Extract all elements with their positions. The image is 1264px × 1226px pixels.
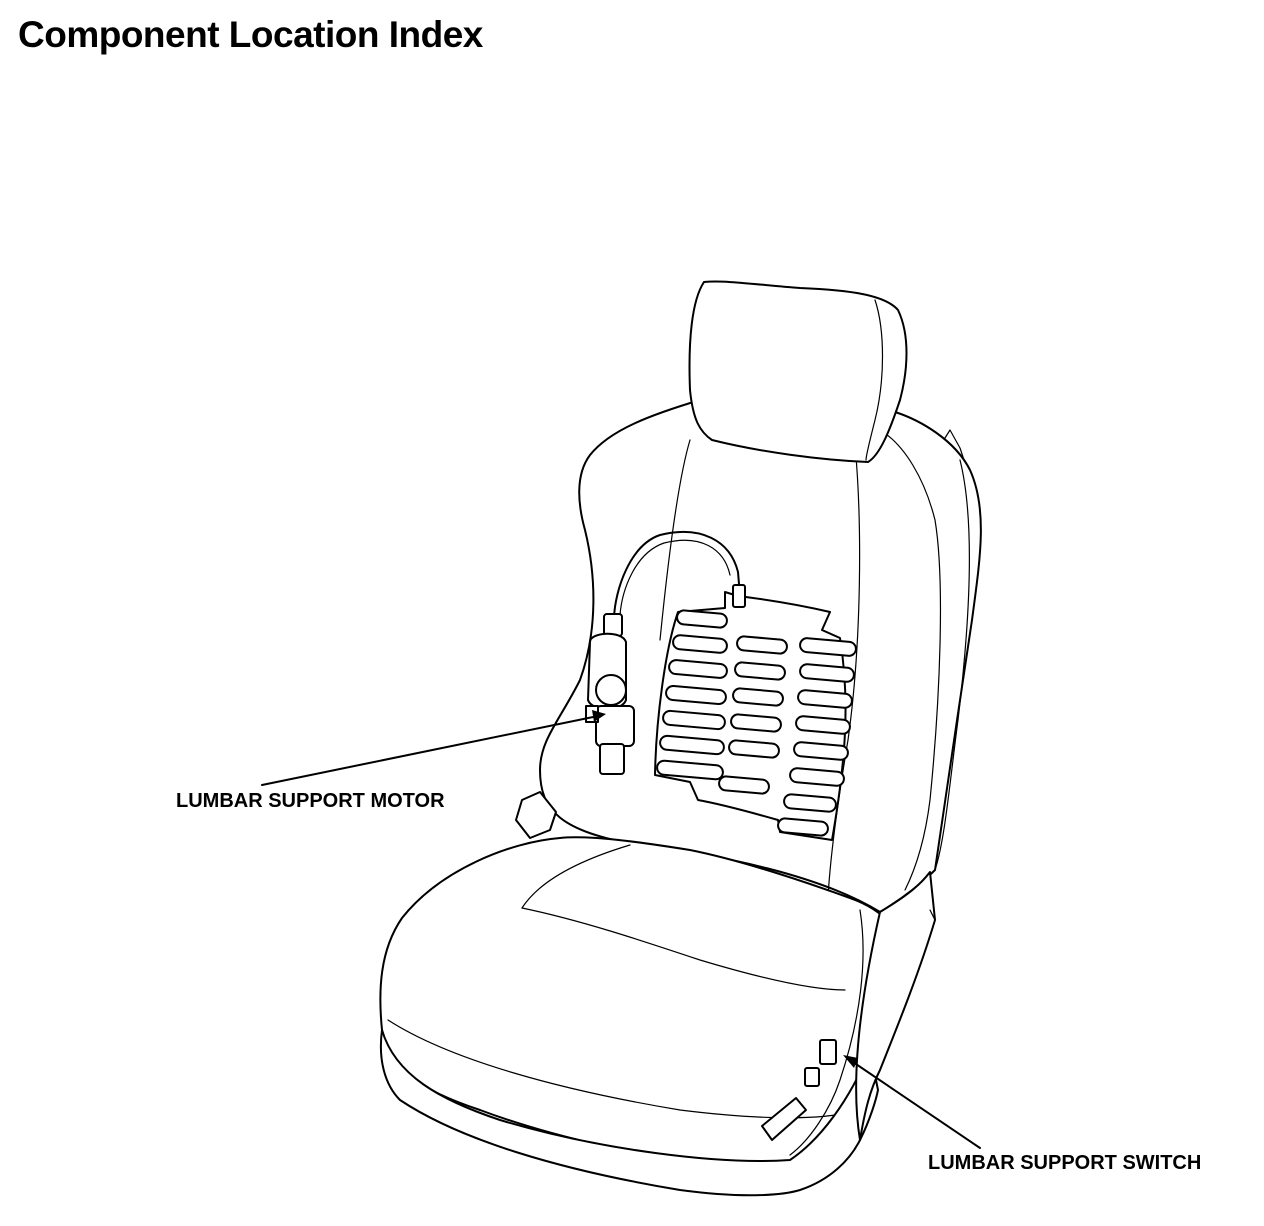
lumbar-support-switch xyxy=(761,1039,837,1141)
lumbar-support-motor xyxy=(585,613,635,775)
seat-side-panel xyxy=(855,871,936,1141)
cable-connector xyxy=(732,584,746,608)
cushion-seam xyxy=(521,907,846,991)
seat-belt-buckle xyxy=(515,791,557,839)
lumbar-slots-left xyxy=(656,609,728,781)
callout-lumbar-support-motor: LUMBAR SUPPORT MOTOR xyxy=(176,790,445,812)
lumbar-slots-right xyxy=(777,637,857,837)
seat-back-edge xyxy=(934,459,970,871)
switch-leader-line xyxy=(849,1059,981,1149)
motor-arrowhead xyxy=(592,710,606,722)
seat-back-bolster-inner xyxy=(827,444,861,899)
motor-leader-line xyxy=(261,715,599,786)
callout-lumbar-support-switch: LUMBAR SUPPORT SWITCH xyxy=(928,1152,1202,1174)
lumbar-slots-middle xyxy=(718,635,788,795)
headrest xyxy=(688,280,908,463)
seat-base xyxy=(379,1029,879,1197)
switch-arrowhead xyxy=(843,1055,858,1068)
lumbar-cable xyxy=(613,530,741,619)
seat-back-bolster xyxy=(879,429,942,891)
seat-back-bolster-left xyxy=(659,439,691,641)
page-title: Component Location Index xyxy=(18,14,483,55)
